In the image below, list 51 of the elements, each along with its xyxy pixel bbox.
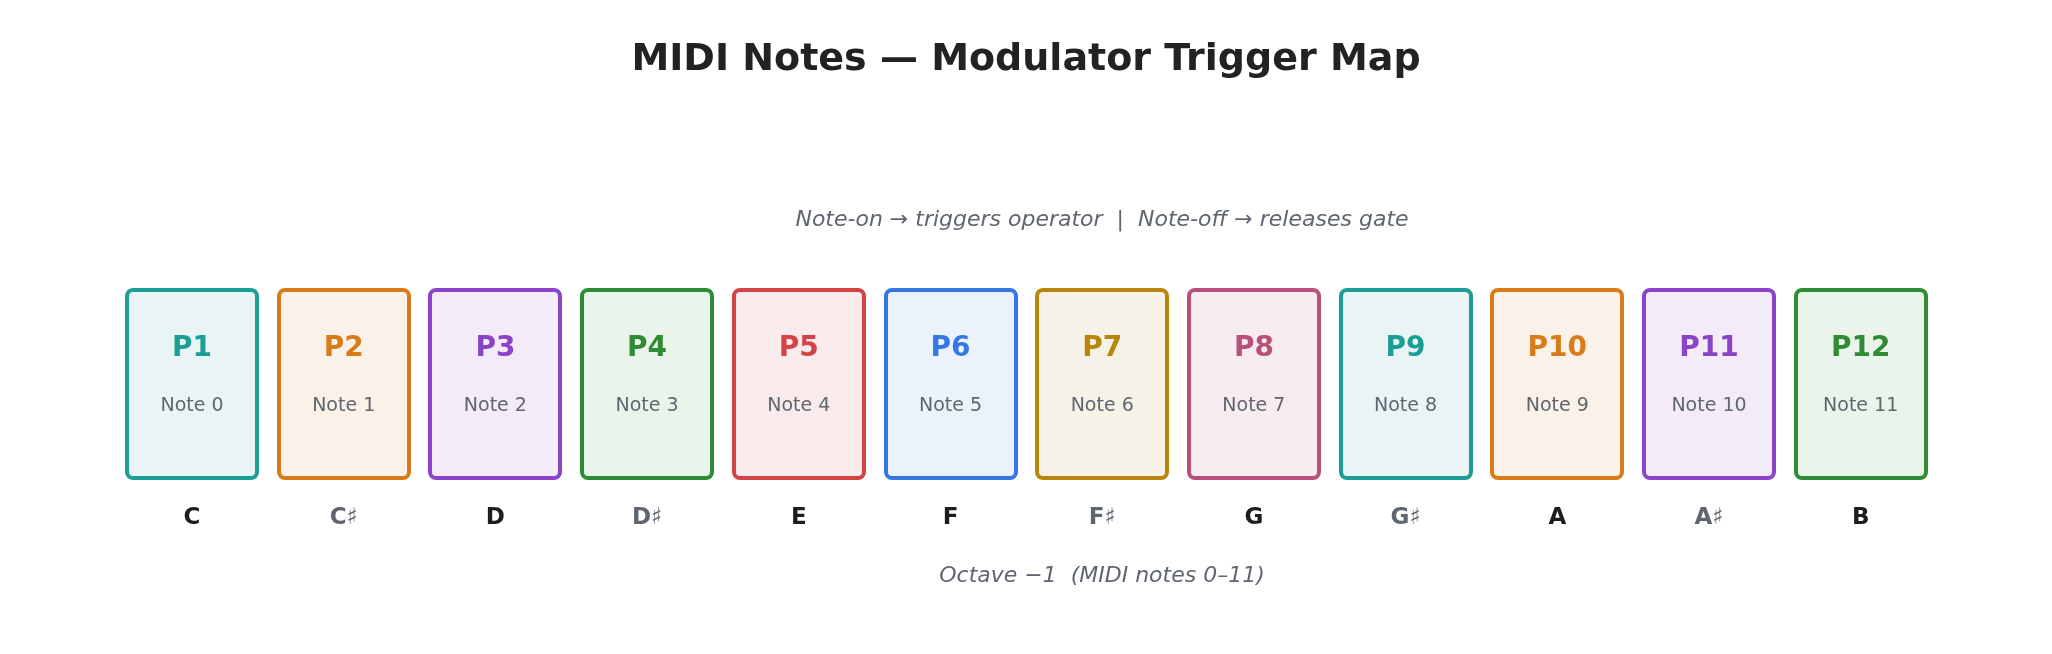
note-name: A — [1547, 502, 1568, 530]
note-number: Note 4 — [766, 392, 832, 416]
note-number: Note 6 — [1069, 392, 1135, 416]
note-number: Note 0 — [159, 392, 225, 416]
note-name: D — [484, 502, 506, 530]
note-number: Note 2 — [462, 392, 528, 416]
pad-card — [731, 288, 866, 480]
note-number: Note 5 — [917, 392, 984, 416]
note-number: Note 11 — [1822, 392, 1900, 416]
pad-card — [1035, 288, 1170, 480]
pad-card — [1642, 288, 1776, 480]
pad-card — [1793, 288, 1928, 480]
pad-name: P2 — [322, 330, 365, 364]
pad-name: P1 — [171, 330, 213, 364]
pad-name: P11 — [1678, 330, 1740, 364]
note-name: D♯ — [630, 502, 664, 530]
note-name: G♯ — [1389, 502, 1422, 530]
note-number: Note 7 — [1221, 392, 1287, 416]
note-number: Note 8 — [1373, 392, 1439, 416]
note-name: F — [941, 502, 960, 530]
pad-card — [125, 288, 259, 480]
note-name: E — [789, 502, 808, 530]
note-name: A♯ — [1693, 502, 1725, 530]
pad-card — [1338, 288, 1473, 480]
pad-card — [1490, 288, 1625, 480]
note-name: B — [1850, 502, 1871, 530]
note-name: G — [1243, 502, 1265, 530]
pad-name: P5 — [777, 330, 820, 364]
pad-card — [1186, 288, 1321, 480]
pad-name: P4 — [626, 330, 669, 364]
pad-name: P6 — [929, 330, 972, 364]
note-name: C — [182, 502, 202, 530]
note-number: Note 3 — [614, 392, 680, 416]
pad-card — [276, 288, 411, 480]
pad-name: P10 — [1526, 330, 1589, 364]
pad-card — [428, 288, 563, 480]
range-note: Octave −1 (MIDI notes 0–11) — [938, 562, 1266, 587]
note-name: F♯ — [1087, 502, 1117, 530]
pad-name: P9 — [1384, 330, 1427, 364]
pad-card — [580, 288, 715, 480]
note-number: Note 9 — [1524, 392, 1590, 416]
pad-name: P7 — [1081, 330, 1124, 364]
note-number: Note 1 — [311, 392, 377, 416]
note-number: Note 10 — [1670, 392, 1748, 416]
diagram-title: MIDI Notes — Modulator Trigger Map — [630, 34, 1422, 80]
note-name: C♯ — [328, 502, 359, 530]
pad-name: P3 — [474, 330, 517, 364]
pad-name: P8 — [1232, 330, 1275, 364]
legend-note: Note-on → triggers operator | Note-off → releases gate — [794, 206, 1410, 231]
pad-name: P12 — [1829, 330, 1892, 364]
pad-card — [883, 288, 1018, 480]
